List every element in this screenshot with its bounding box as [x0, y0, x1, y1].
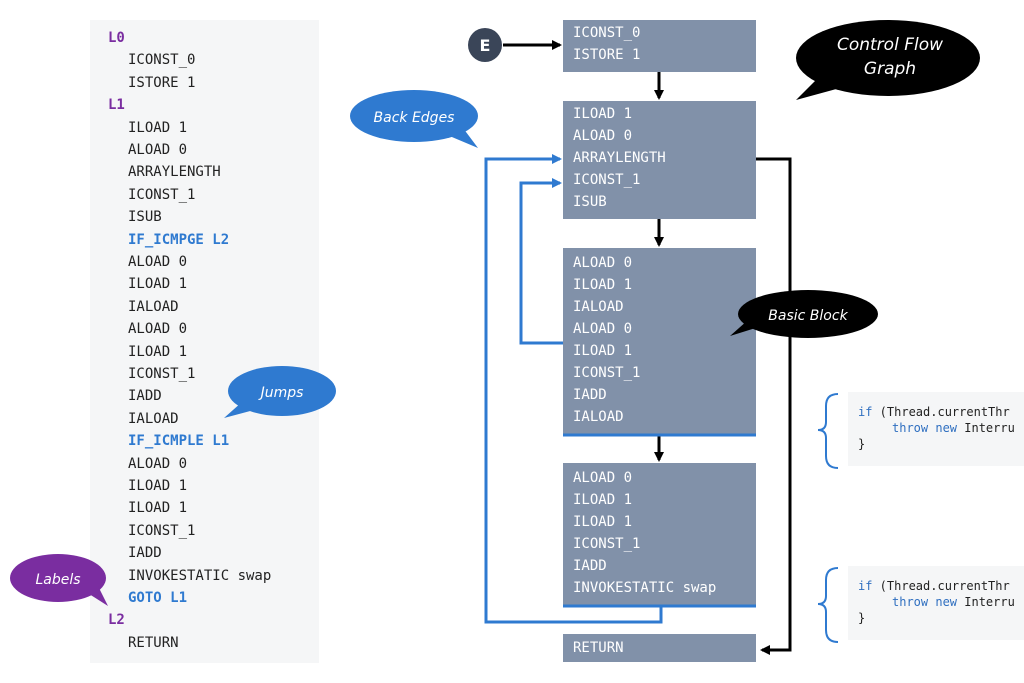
listing-instruction: IALOAD — [128, 298, 179, 315]
listing-instruction: IADD — [128, 545, 162, 562]
basic-block-return: RETURN — [563, 634, 756, 662]
back-edge-goto — [484, 154, 663, 624]
listing-jump: IF_ICMPGE L2 — [128, 231, 230, 248]
snippet-text: (Thread.currentThr — [872, 579, 1010, 593]
listing-instruction: ILOAD 1 — [128, 276, 188, 293]
callout-text: Back Edges — [374, 110, 455, 126]
block-line: ICONST_1 — [573, 365, 641, 381]
block-line: ICONST_0 — [573, 25, 641, 41]
basic-block-swap: ALOAD 0 ILOAD 1 ILOAD 1 ICONST_1 IADD IN… — [563, 463, 756, 605]
block-line: ILOAD 1 — [573, 106, 633, 122]
block-line: ICONST_1 — [573, 536, 641, 552]
listing-instruction: ICONST_1 — [128, 186, 196, 203]
snippet-keyword: if — [858, 579, 873, 593]
block-line: ILOAD 1 — [573, 514, 633, 530]
listing-instruction: ALOAD 0 — [128, 142, 188, 158]
snippet-text: } — [858, 437, 866, 451]
listing-label: L2 — [108, 612, 125, 629]
snippet-text: (Thread.currentThr — [872, 405, 1010, 419]
callout-basic-block: Basic Block — [730, 290, 878, 338]
java-snippet-1: if (Thread.currentThr throw new Interru … — [848, 392, 1024, 466]
block-line: IADD — [573, 387, 607, 403]
basic-block-loop-header: ILOAD 1 ALOAD 0 ARRAYLENGTH ICONST_1 ISU… — [563, 101, 756, 219]
listing-instruction: ISUB — [128, 209, 162, 226]
listing-instruction: IADD — [128, 388, 162, 405]
snippet-text: Interru — [957, 595, 1015, 609]
block-line: ALOAD 0 — [573, 128, 633, 144]
callout-text: Jumps — [258, 385, 304, 401]
listing-instruction: ILOAD 1 — [128, 343, 188, 360]
listing-instruction: ILOAD 1 — [128, 119, 188, 136]
block-line: ISTORE 1 — [573, 47, 641, 63]
block-line: ALOAD 0 — [573, 255, 633, 271]
listing-jump: IF_ICMPLE L1 — [128, 433, 230, 450]
block-line: ALOAD 0 — [573, 470, 633, 486]
block-line: ILOAD 1 — [573, 492, 633, 508]
block-line: ALOAD 0 — [573, 321, 633, 337]
callout-text: Labels — [35, 572, 80, 588]
listing-instruction: ISTORE 1 — [128, 74, 196, 91]
callout-text: Graph — [864, 59, 916, 79]
basic-block-entry: ICONST_0 ISTORE 1 — [563, 20, 756, 72]
block-line: INVOKESTATIC swap — [573, 580, 717, 596]
block-line: RETURN — [573, 640, 624, 656]
listing-label: L0 — [108, 30, 125, 46]
callout-control-flow-graph: Control Flow Graph — [796, 20, 980, 100]
block-line: IADD — [573, 558, 607, 574]
listing-label: L1 — [108, 97, 125, 114]
listing-instruction: ALOAD 0 — [128, 321, 188, 338]
snippet-keyword: throw new — [892, 421, 958, 435]
listing-instruction: ICONST_1 — [128, 366, 196, 382]
snippet-keyword: if — [858, 405, 873, 419]
listing-instruction: ARRAYLENGTH — [128, 164, 221, 181]
listing-jump: GOTO L1 — [128, 590, 188, 606]
callout-labels: Labels — [10, 554, 108, 606]
listing-instruction: ICONST_0 — [128, 52, 196, 69]
block-line: ICONST_1 — [573, 172, 641, 188]
listing-instruction: ICONST_1 — [128, 522, 196, 539]
listing-instruction: RETURN — [128, 634, 179, 651]
listing-instruction: IALOAD — [128, 410, 179, 427]
block-line: ILOAD 1 — [573, 277, 633, 293]
exit-edge — [756, 157, 792, 655]
callout-text: Basic Block — [768, 308, 848, 324]
java-snippet-2: if (Thread.currentThr throw new Interru … — [848, 566, 1024, 640]
listing-instruction: INVOKESTATIC swap — [128, 567, 272, 584]
back-edge-icmple — [519, 178, 563, 345]
listing-instruction: ILOAD 1 — [128, 478, 188, 494]
listing-instruction: ILOAD 1 — [128, 500, 188, 517]
callout-back-edges: Back Edges — [350, 90, 478, 148]
entry-node — [468, 28, 502, 62]
callout-text: Control Flow — [837, 35, 943, 55]
entry-node-label: E — [480, 36, 491, 55]
snippet-brace — [817, 393, 839, 469]
snippet-text: } — [858, 611, 866, 625]
snippet-keyword: throw new — [892, 595, 958, 609]
listing-instruction: ALOAD 0 — [128, 254, 188, 270]
block-line: ISUB — [573, 194, 607, 210]
basic-block-compare: ALOAD 0 ILOAD 1 IALOAD ALOAD 0 ILOAD 1 I… — [563, 248, 756, 434]
block-line: IALOAD — [573, 299, 624, 315]
callout-jumps: Jumps — [224, 366, 336, 418]
block-line: ILOAD 1 — [573, 343, 633, 359]
block-line: IALOAD — [573, 409, 624, 425]
snippet-brace — [817, 567, 839, 643]
block-line: ARRAYLENGTH — [573, 150, 666, 166]
snippet-text: Interru — [957, 421, 1015, 435]
listing-instruction: ALOAD 0 — [128, 455, 188, 472]
